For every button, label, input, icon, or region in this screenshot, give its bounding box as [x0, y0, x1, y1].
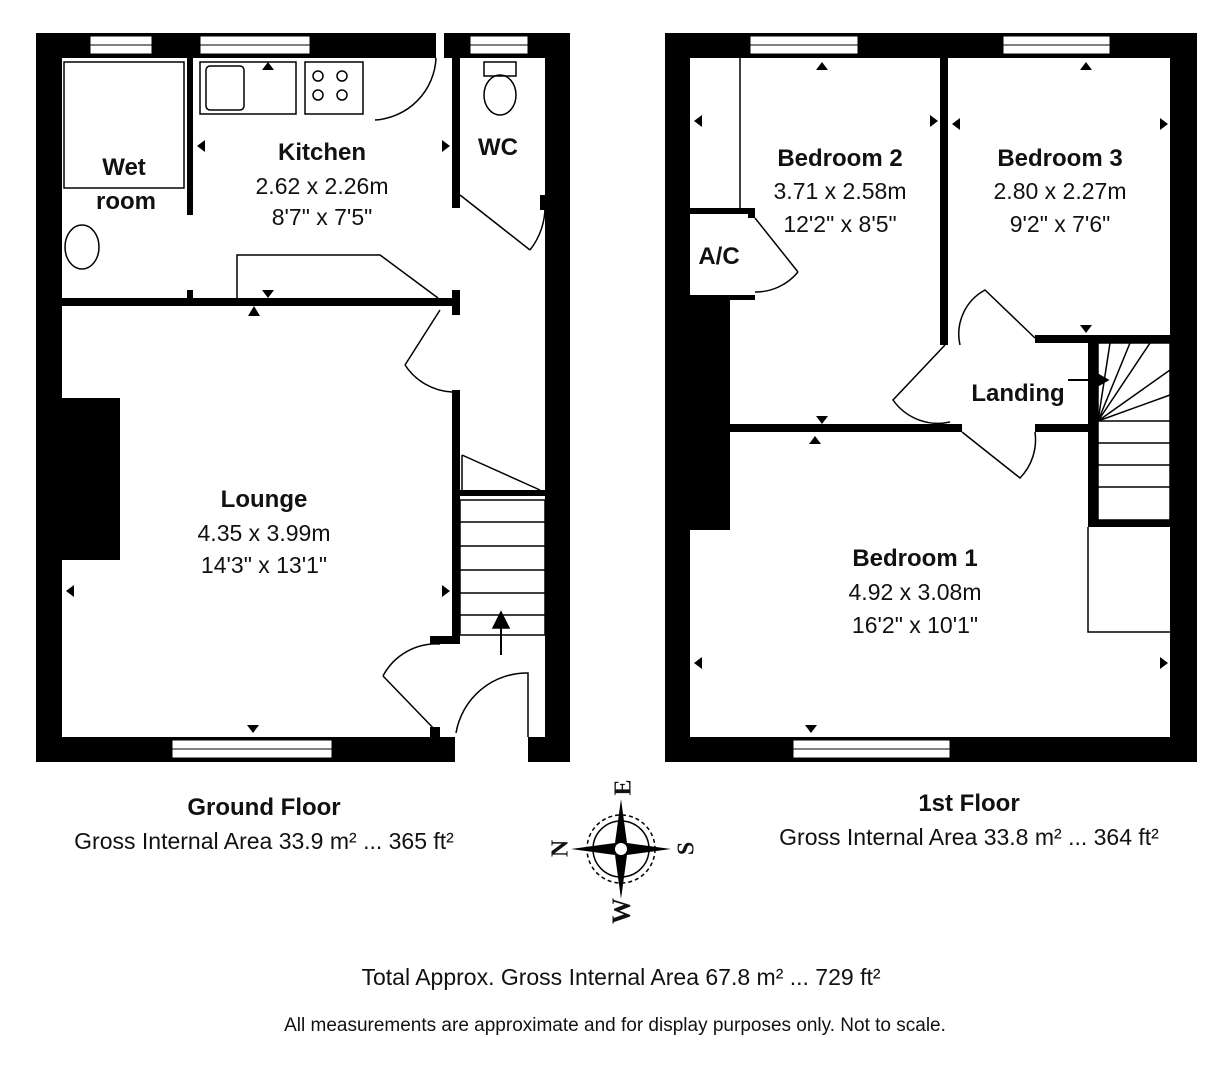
- shower-tray: [63, 61, 185, 189]
- lounge-metric: 4.35 x 3.99m: [197, 520, 331, 546]
- bedroom1-metric: 4.92 x 3.08m: [848, 579, 982, 605]
- ground-floor-area: Gross Internal Area 33.9 m² ... 365 ft²: [74, 828, 454, 854]
- worktop: [236, 254, 439, 299]
- first-floor-walls: [665, 33, 1197, 762]
- disclaimer: All measurements are approximate and for…: [284, 1015, 946, 1036]
- compass-south: S: [673, 841, 700, 856]
- compass-west: W: [607, 898, 636, 924]
- bedroom1-label: Bedroom 1: [852, 545, 978, 572]
- sink-icon: [199, 61, 297, 115]
- kitchen-label: Kitchen: [277, 139, 367, 166]
- toilet-icon: [483, 74, 517, 116]
- basin-icon: [64, 224, 100, 270]
- ground-floor-title: Ground Floor: [187, 794, 341, 821]
- wc-label: WC: [478, 134, 518, 161]
- kitchen-metric: 2.62 x 2.26m: [255, 173, 389, 199]
- compass-north: N: [547, 839, 574, 858]
- kitchen-imperial: 8'7" x 7'5": [271, 204, 373, 230]
- kitchen-door: [374, 57, 437, 121]
- lounge-label: Lounge: [220, 486, 308, 513]
- bedroom2-imperial: 12'2" x 8'5": [783, 211, 897, 237]
- measure-markers: [66, 62, 1168, 733]
- bedroom2-metric: 3.71 x 2.58m: [773, 178, 907, 204]
- ground-windows: [89, 35, 529, 759]
- first-fixtures: [739, 58, 1171, 633]
- bedroom3-label: Bedroom 3: [997, 145, 1123, 172]
- compass-east: E: [610, 779, 637, 796]
- chimney-breast-1st: [690, 300, 730, 530]
- ground-fixtures: [63, 57, 546, 737]
- chimney-breast: [62, 398, 120, 560]
- ac-label: A/C: [698, 243, 740, 270]
- ground-stairs: [459, 499, 546, 655]
- landing-label: Landing: [971, 380, 1065, 407]
- total-area: Total Approx. Gross Internal Area 67.8 m…: [361, 964, 881, 990]
- first-floor-area: Gross Internal Area 33.8 m² ... 364 ft²: [779, 824, 1159, 850]
- wet-room-label: Wet: [102, 154, 146, 181]
- hob-icon: [304, 61, 364, 115]
- first-floor-title: 1st Floor: [918, 790, 1020, 817]
- bedroom1-imperial: 16'2" x 10'1": [851, 612, 979, 638]
- compass-icon: [571, 799, 671, 899]
- bedroom3-metric: 2.80 x 2.27m: [993, 178, 1127, 204]
- lounge-imperial: 14'3" x 13'1": [200, 552, 328, 578]
- bedroom2-label: Bedroom 2: [777, 145, 903, 172]
- first-windows: [749, 35, 1111, 759]
- bedroom3-imperial: 9'2" x 7'6": [1009, 211, 1111, 237]
- wet-room-label-2: room: [96, 188, 156, 215]
